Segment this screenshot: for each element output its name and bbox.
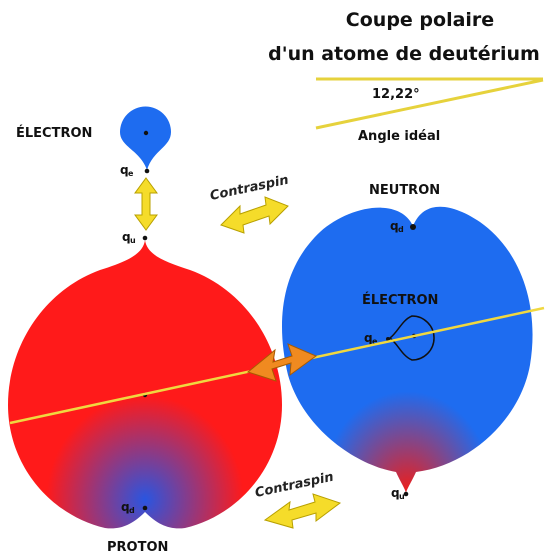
svg-text:u: u [399,492,405,501]
proton-label: PROTON [107,540,168,555]
proton-body [8,240,282,529]
diagram-title-line2: d'un atome de deutérium [268,43,540,65]
charge-label-qd-proton: q d [121,500,135,515]
angle-slant-line [315,78,544,130]
contraspin-top-label: Contraspin [209,173,290,204]
svg-text:q: q [391,486,400,500]
electron-shape [120,106,171,170]
neutron-label: NEUTRON [369,183,440,198]
electron-top: ÉLECTRON [16,106,171,174]
svg-text:q: q [122,230,131,244]
svg-text:e: e [128,169,134,178]
neutron [281,206,533,497]
contraspin-top-arrows [220,196,289,234]
angle-value: 12,22° [372,87,420,102]
neutron-body [281,206,533,494]
electron-top-label: ÉLECTRON [16,125,92,141]
charge-label-qe-top: q e [120,163,134,178]
svg-text:q: q [364,331,373,345]
proton [8,240,282,529]
neutron-qd-point [410,224,416,230]
svg-text:e: e [372,337,378,346]
svg-text:d: d [129,506,135,515]
inner-electron-charge-point [386,337,390,341]
proton-qd-point [142,505,148,511]
svg-text:d: d [398,225,404,234]
charge-label-qu-proton: q u [122,230,136,245]
double-arrow-icon [134,177,158,231]
neutron-qu-point [403,491,409,497]
coupling-arrow-icon [246,343,318,382]
charge-point-qu-proton [142,235,148,241]
contraspin-bottom-label: Contraspin [254,470,335,501]
svg-text:q: q [121,500,130,514]
angle-label: Angle idéal [358,129,440,144]
charge-label-qu-neutron: q u [391,486,405,501]
charge-point-qe [144,168,150,174]
charge-label-qd-neutron: q d [390,219,404,234]
electron-in-neutron-label: ÉLECTRON [362,292,438,308]
electron-center-dot [143,130,149,136]
svg-text:q: q [120,163,129,177]
contraspin-bottom-arrows [263,493,342,529]
svg-text:u: u [130,236,136,245]
ideal-angle-indicator: 12,22° Angle idéal [315,77,544,144]
diagram-title-line1: Coupe polaire [346,9,494,31]
charge-label-qe-neutron: q e [364,331,378,346]
svg-text:q: q [390,219,399,233]
inner-electron-outline [388,315,435,361]
